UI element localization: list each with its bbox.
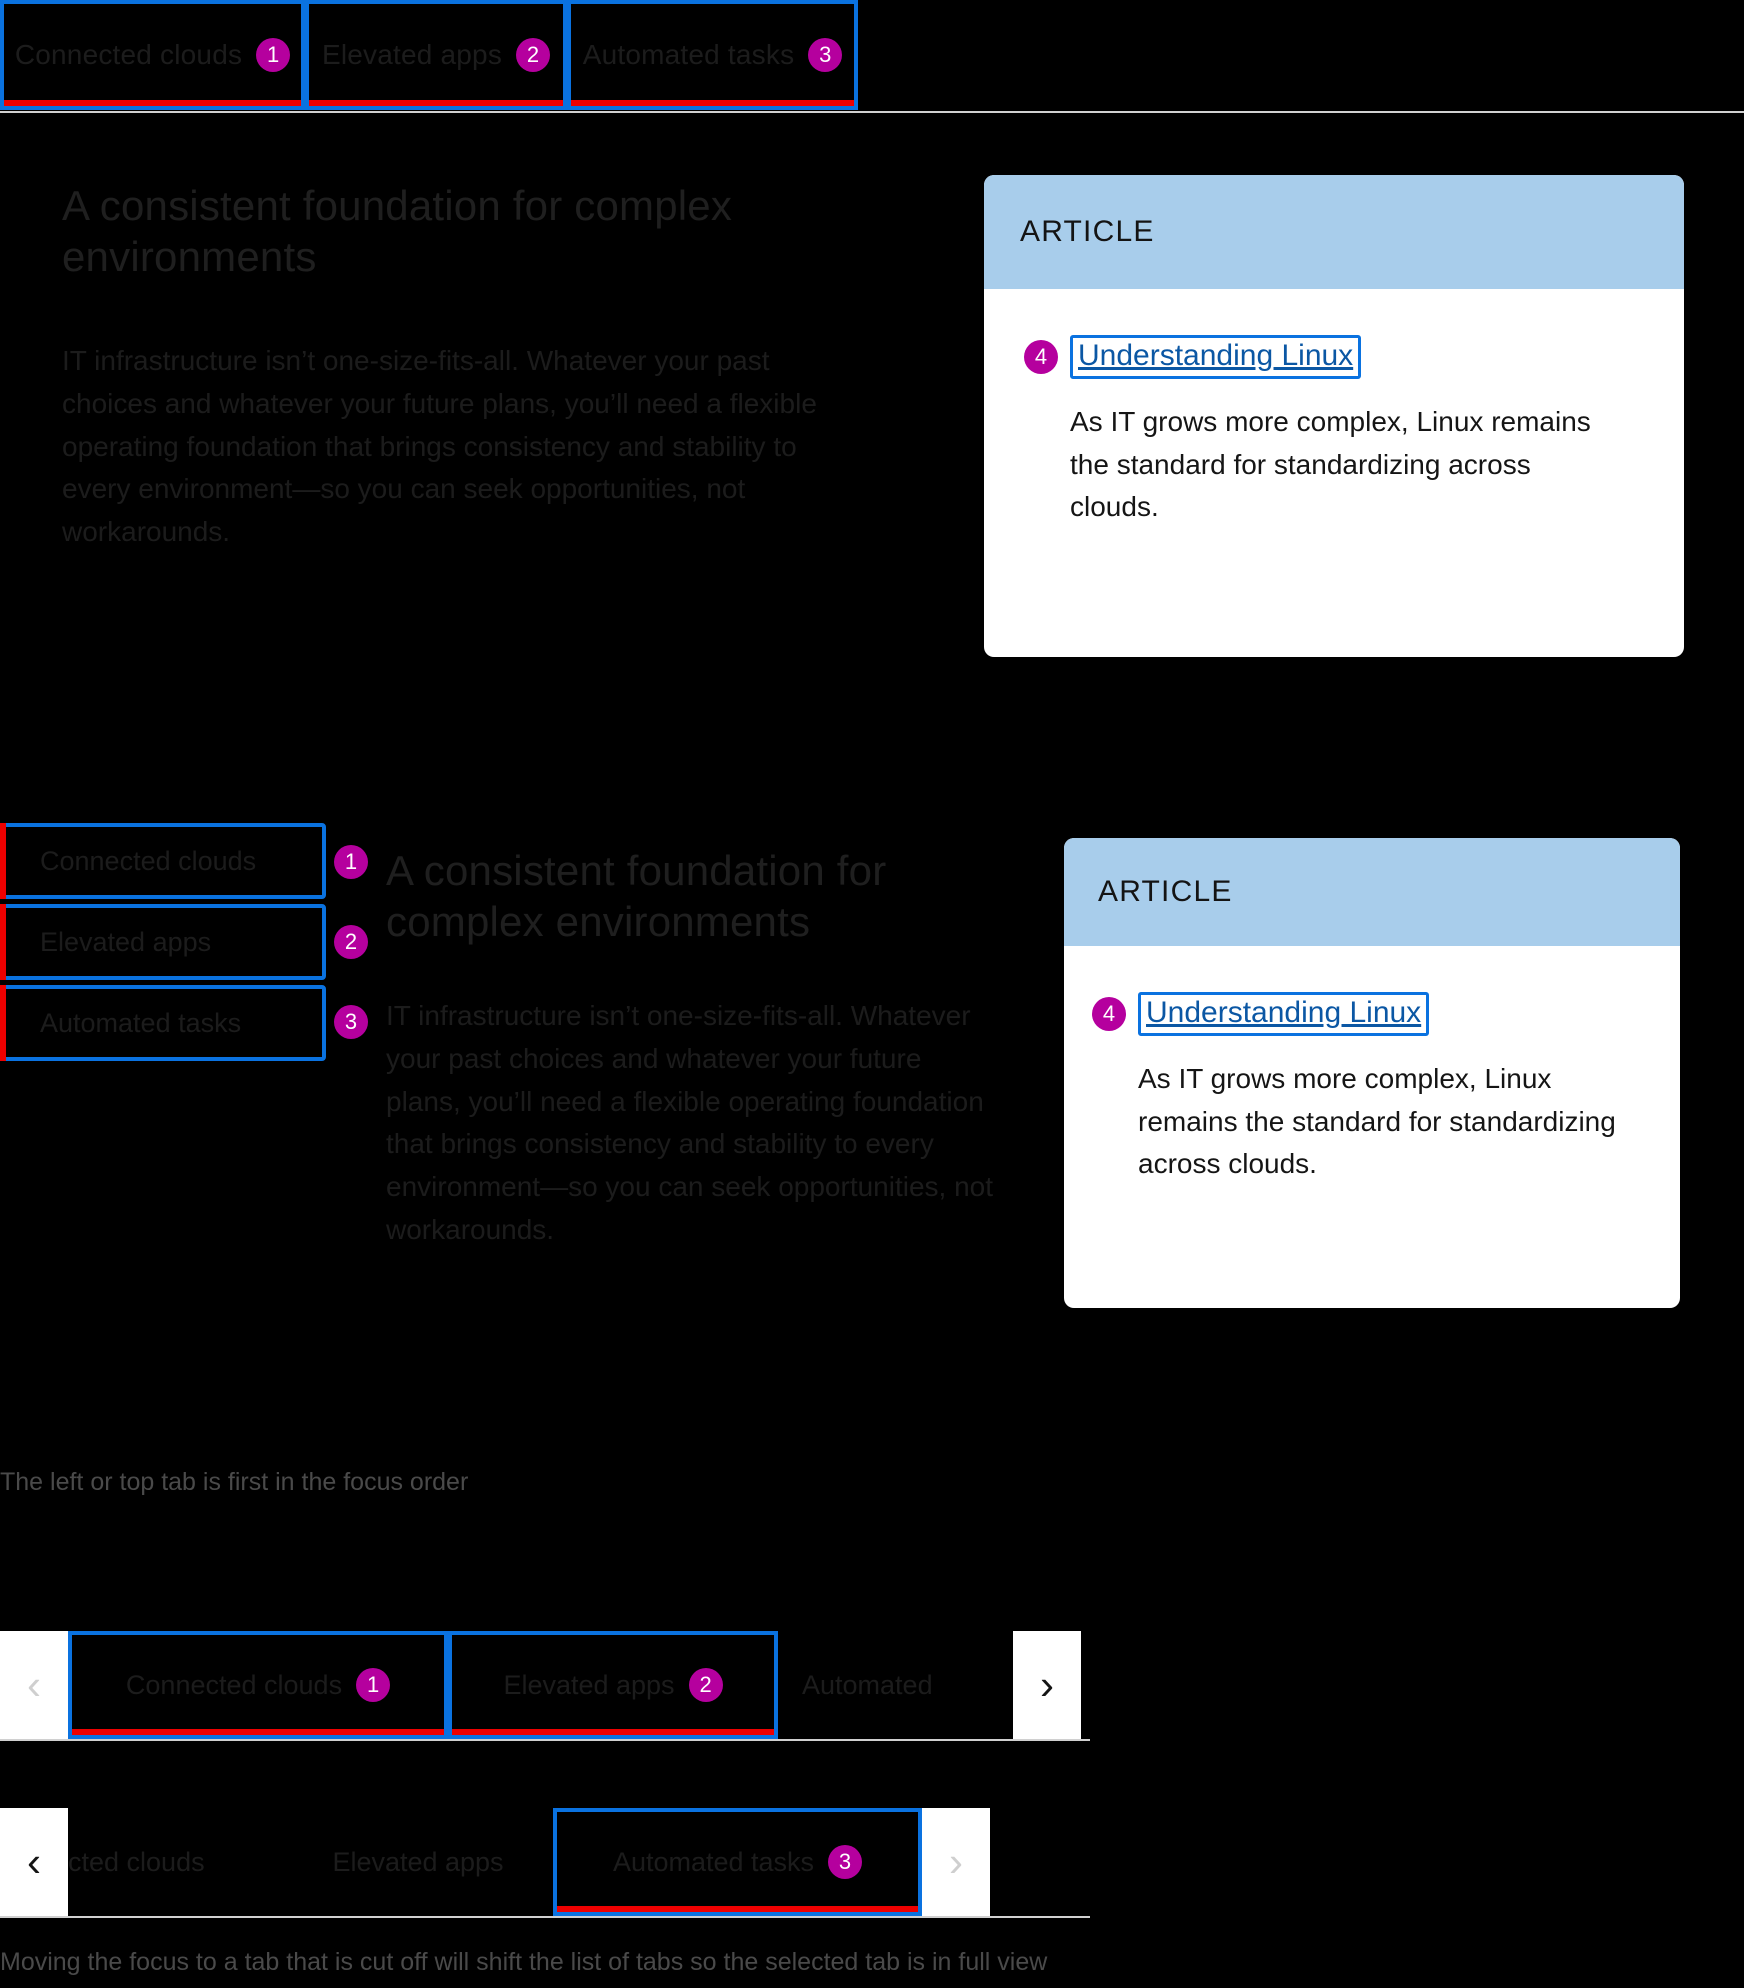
article-card-vertical: ARTICLE 4 Understanding Linux As IT grow… (1064, 838, 1680, 1308)
tablist-divider (0, 111, 1744, 113)
stab-elevated-apps[interactable]: Elevated apps 2 (448, 1631, 778, 1739)
tab-automated-tasks[interactable]: Automated tasks 3 (567, 0, 858, 110)
stab-label: Automated (802, 1669, 933, 1700)
scroll-prev-icon-bottom[interactable]: ‹ (0, 1808, 68, 1916)
scrolling-tablist-bottom: ‹ cted clouds Elevated apps Automated ta… (0, 1808, 1090, 1916)
stab-label: Automated tasks (612, 1846, 815, 1877)
scroll-prev-icon-top[interactable]: ‹ (0, 1631, 68, 1739)
selected-underline (309, 100, 563, 106)
selected-indicator (0, 823, 6, 899)
vertical-tablist: Connected clouds Elevated apps Automated… (0, 823, 330, 1061)
card-description: As IT grows more complex, Linux remains … (1070, 406, 1591, 523)
caption-focus-order: The left or top tab is first in the focu… (0, 1468, 469, 1496)
annotation-badge-s3: 3 (828, 1845, 863, 1879)
horizontal-tablist: Connected clouds 1 Elevated apps 2 Autom… (0, 0, 858, 110)
annotation-badge-1: 1 (256, 38, 291, 72)
selected-indicator (0, 904, 6, 980)
vtab-label: Elevated apps (40, 926, 212, 957)
stab-automated-tasks-cutoff[interactable]: Automated (778, 1631, 1013, 1739)
stab-connected-clouds[interactable]: Connected clouds 1 (68, 1631, 448, 1739)
vtab-label: Automated tasks (40, 1007, 242, 1038)
vtab-label: Connected clouds (40, 845, 257, 876)
vtab-automated-tasks[interactable]: Automated tasks (0, 985, 326, 1061)
tab-elevated-apps[interactable]: Elevated apps 2 (305, 0, 567, 110)
selected-underline (452, 1729, 774, 1735)
annotation-badge-v3: 3 (334, 1005, 368, 1039)
selected-underline (4, 100, 301, 106)
stab-label: Elevated apps (332, 1846, 504, 1877)
understanding-linux-link-vertical[interactable]: Understanding Linux (1138, 992, 1430, 1036)
vtab-elevated-apps[interactable]: Elevated apps (0, 904, 326, 980)
selected-underline (72, 1729, 444, 1735)
annotation-badge-4b: 4 (1092, 997, 1126, 1031)
panel-body: IT infrastructure isn’t one-size-fits-al… (62, 345, 817, 548)
tab-connected-clouds[interactable]: Connected clouds 1 (0, 0, 305, 110)
annotation-badge-3: 3 (808, 38, 843, 72)
scroll-next-icon-top[interactable]: › (1013, 1631, 1081, 1739)
article-card: ARTICLE 4 Understanding Linux As IT grow… (984, 175, 1684, 657)
scroll-next-icon-bottom[interactable]: › (922, 1808, 990, 1916)
stab-automated-tasks-selected[interactable]: Automated tasks 3 (553, 1808, 922, 1916)
card-eyebrow: ARTICLE (1064, 838, 1680, 946)
panel-heading-vertical: A consistent foundation for complex envi… (386, 847, 887, 946)
annotation-badge-s1: 1 (356, 1668, 391, 1702)
tab-label: Elevated apps (321, 39, 503, 70)
card-description-vertical: As IT grows more complex, Linux remains … (1138, 1063, 1616, 1180)
scroller-rule-top (0, 1739, 1090, 1741)
scrolling-tablist-top: ‹ Connected clouds 1 Elevated apps 2 Aut… (0, 1631, 1090, 1739)
vtab-connected-clouds[interactable]: Connected clouds (0, 823, 326, 899)
stab-label: cted clouds (68, 1846, 205, 1877)
stab-connected-clouds-cutoff[interactable]: cted clouds (68, 1808, 283, 1916)
stab-elevated-apps-bottom[interactable]: Elevated apps (283, 1808, 553, 1916)
tab-label: Automated tasks (582, 39, 795, 70)
panel-heading: A consistent foundation for complex envi… (62, 182, 733, 281)
tab-label: Connected clouds (14, 39, 243, 70)
annotation-badge-4: 4 (1024, 340, 1058, 374)
selected-underline (571, 100, 854, 106)
selected-underline (557, 1906, 918, 1912)
annotation-badge-2: 2 (516, 38, 551, 72)
selected-indicator (0, 985, 6, 1061)
caption-scroll-shift: Moving the focus to a tab that is cut of… (0, 1948, 1048, 1976)
annotation-badge-v1: 1 (334, 845, 368, 879)
panel-body-vertical: IT infrastructure isn’t one-size-fits-al… (386, 1000, 994, 1246)
stab-label: Elevated apps (503, 1669, 675, 1700)
card-eyebrow: ARTICLE (984, 175, 1684, 289)
scroller-rule-bottom (0, 1916, 1090, 1918)
understanding-linux-link[interactable]: Understanding Linux (1070, 335, 1362, 379)
stab-label: Connected clouds (125, 1669, 343, 1700)
annotation-badge-v2: 2 (334, 925, 368, 959)
annotation-badge-s2: 2 (688, 1668, 723, 1702)
